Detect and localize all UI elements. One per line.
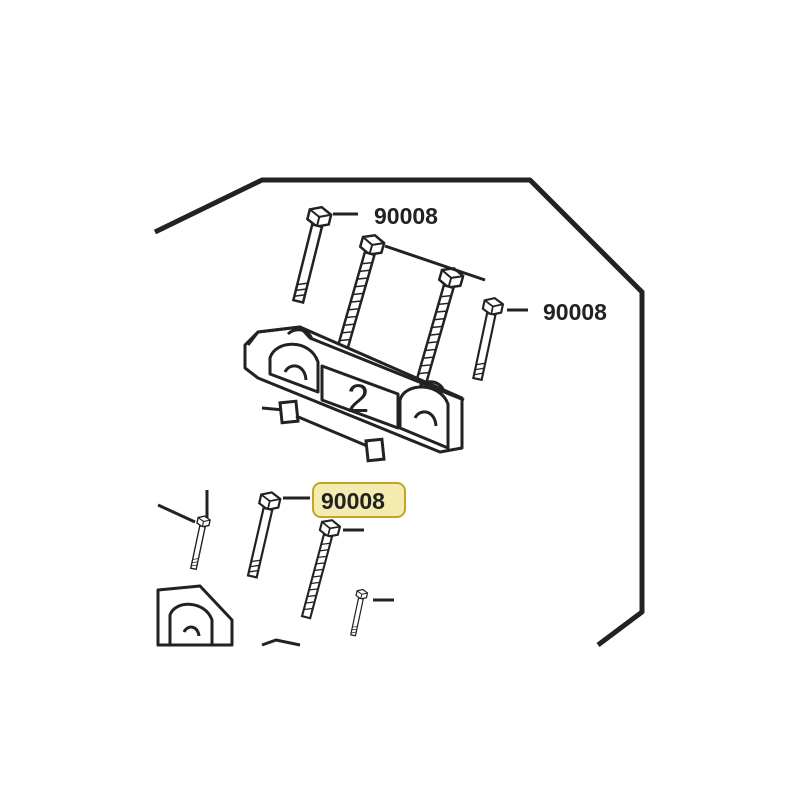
bolt-lower-mid [241,488,283,580]
detail-frame [153,177,645,647]
bolt-lower-right [346,587,370,638]
part-label-highlighted[interactable]: 90008 [321,488,385,514]
cap-number: 2 [347,377,369,421]
part-label-top: 90008 [374,203,438,229]
stud-upper-1 [330,230,387,354]
part-label-right: 90008 [543,299,607,325]
dowel-pin [261,399,386,463]
leader-lower-left-d [157,503,196,524]
bolt-lower-left [186,513,212,572]
bolt-upper-right [467,294,506,383]
bolt-upper-left [286,203,334,306]
stud-lower [295,516,343,621]
highlight-box [312,482,406,518]
bearing-cap [243,325,465,454]
leader-studs [384,244,486,282]
lower-cap-partial [156,584,301,647]
stud-upper-2 [409,263,466,387]
